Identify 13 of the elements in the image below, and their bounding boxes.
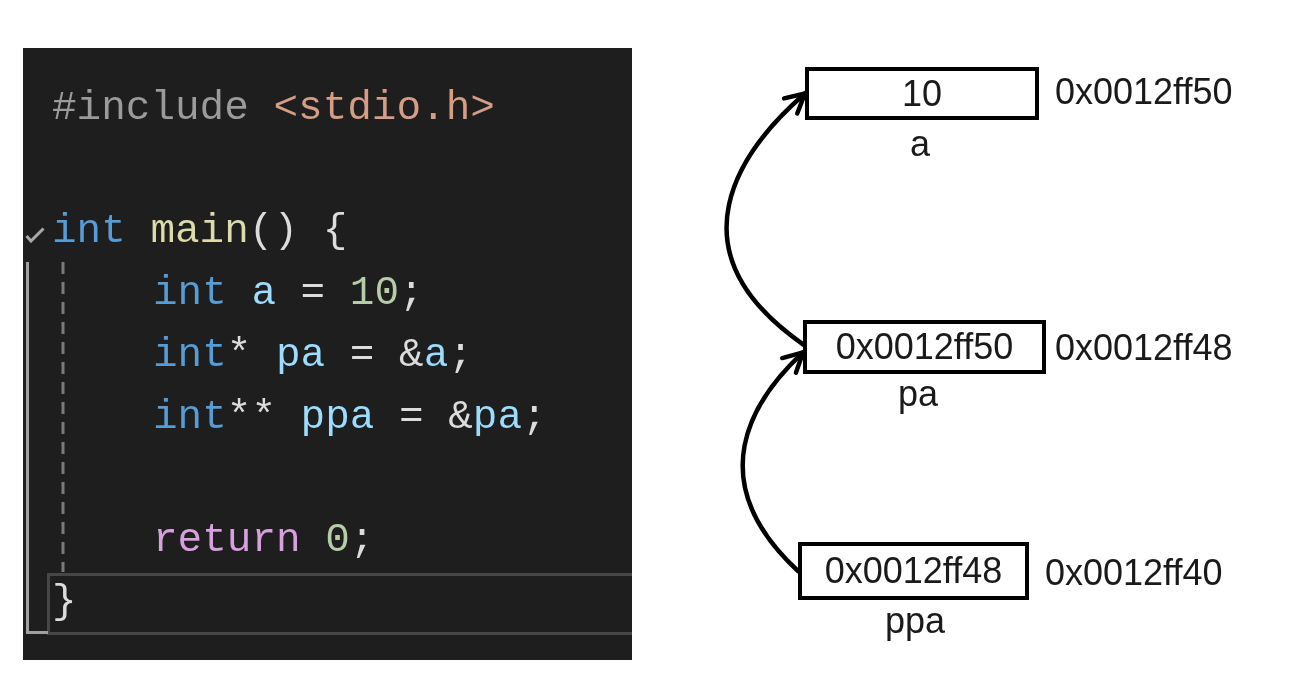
memory-address: 0x0012ff48 (1055, 328, 1233, 368)
memory-cell (803, 320, 1046, 374)
memory-address: 0x0012ff50 (1055, 72, 1233, 112)
memory-cell (798, 542, 1029, 600)
variable-name: a (910, 124, 930, 164)
memory-cell (805, 67, 1039, 120)
memory-address: 0x0012ff40 (1045, 553, 1223, 593)
cell-value: 0x0012ff48 (824, 551, 1003, 591)
cell-value: 0x0012ff50 (835, 327, 1014, 367)
variable-name: pa (898, 374, 938, 414)
code-editor-panel (23, 48, 632, 660)
variable-name: ppa (884, 601, 946, 641)
cell-value: 10 (901, 73, 942, 114)
